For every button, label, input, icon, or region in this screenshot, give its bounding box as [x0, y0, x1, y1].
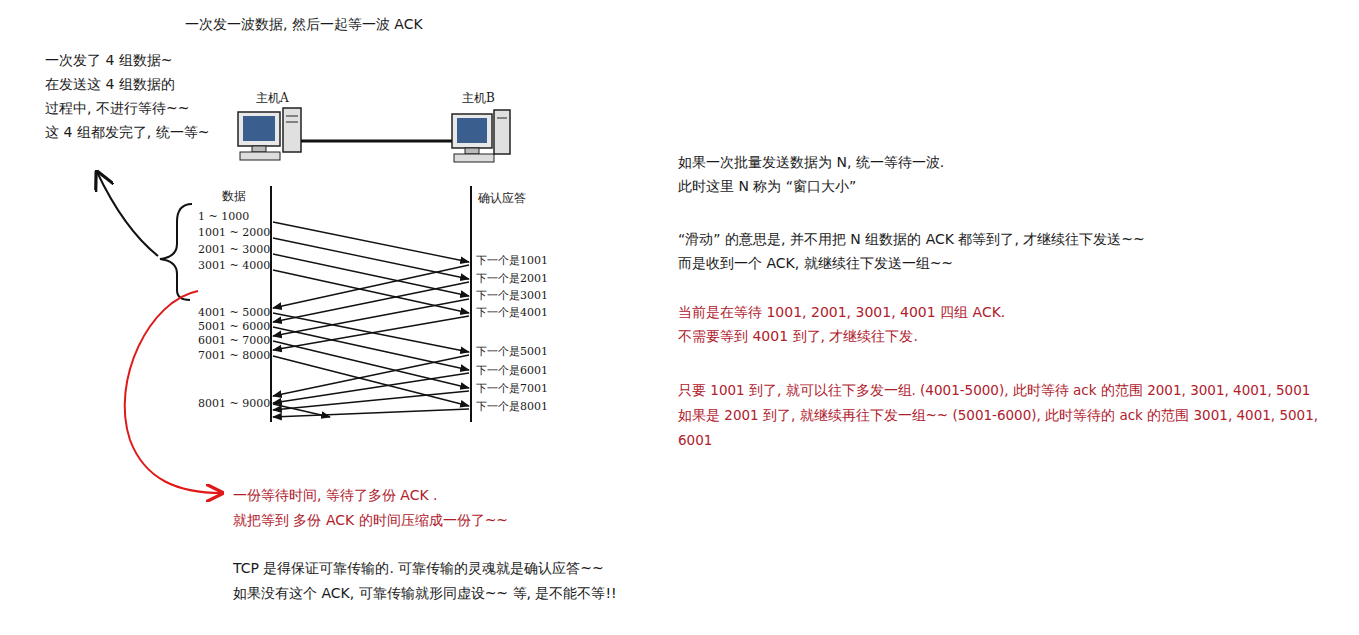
note-text: 如果是 2001 到了, 就继续再往下发一组~~ (5001-6000), 此时…	[678, 403, 1354, 453]
title: 一次发一波数据, 然后一起等一波 ACK	[185, 16, 423, 34]
segment-range: 4001 ~ 5000	[198, 306, 270, 320]
note-text: TCP 是得保证可靠传输的. 可靠传输的灵魂就是确认应答~~	[233, 560, 604, 578]
pointer-arrow	[97, 172, 158, 256]
note-text: 当前是在等待 1001, 2001, 3001, 4001 四组 ACK.	[678, 304, 1005, 322]
computer-icon	[452, 110, 510, 162]
ack-label: 下一个是8001	[476, 400, 548, 414]
segment-range: 2001 ~ 3000	[198, 243, 270, 257]
segment-range: 8001 ~ 9000	[198, 397, 270, 411]
note-text: 如果一次批量发送数据为 N, 统一等待一波.	[678, 154, 944, 172]
segment-range: 7001 ~ 8000	[198, 349, 270, 363]
note-text: “滑动” 的意思是, 并不用把 N 组数据的 ACK 都等到了, 才继续往下发送…	[678, 231, 1145, 249]
ack-label: 下一个是4001	[476, 306, 548, 320]
ack-label: 下一个是6001	[476, 364, 548, 378]
ack-label: 下一个是7001	[476, 382, 548, 396]
note-text: 如果没有这个 ACK, 可靠传输就形同虚设~~ 等, 是不能不等!!	[233, 585, 617, 603]
segment-arrows	[273, 222, 469, 417]
segment-range: 1 ~ 1000	[198, 210, 249, 224]
note-text: 在发送这 4 组数据的	[45, 76, 175, 94]
segment-range: 3001 ~ 4000	[198, 259, 270, 273]
note-text: 过程中, 不进行等待~~	[45, 100, 189, 118]
column-heading: 确认应答	[478, 191, 526, 206]
note-text: 一份等待时间, 等待了多份 ACK .	[233, 487, 438, 505]
note-text: 这 4 组都发完了, 统一等~	[45, 124, 209, 142]
segment-range: 1001 ~ 2000	[198, 226, 270, 240]
segment-range: 5001 ~ 6000	[198, 320, 270, 334]
network-cable	[301, 140, 452, 143]
note-text: 此时这里 N 称为 “窗口大小”	[678, 178, 856, 196]
note-text: 只要 1001 到了, 就可以往下多发一组. (4001-5000), 此时等待…	[678, 378, 1354, 403]
host-label: 主机A	[256, 91, 289, 106]
ack-label: 下一个是2001	[476, 272, 548, 286]
host-label: 主机B	[462, 91, 495, 106]
column-heading: 数据	[222, 189, 246, 204]
ack-label: 下一个是5001	[476, 345, 548, 359]
timeline	[470, 186, 472, 422]
brace	[160, 204, 192, 300]
ack-label: 下一个是3001	[476, 289, 548, 303]
ack-label: 下一个是1001	[476, 254, 548, 268]
note-text: 就把等到 多份 ACK 的时间压缩成一份了~~	[233, 512, 508, 530]
segment-range: 6001 ~ 7000	[198, 334, 270, 348]
timeline	[270, 186, 272, 422]
computer-icon	[238, 108, 301, 160]
note-text: 不需要等到 4001 到了, 才继续往下发.	[678, 328, 918, 346]
note-text: 而是收到一个 ACK, 就继续往下发送一组~~	[678, 255, 953, 273]
note-text: 一次发了 4 组数据~	[45, 52, 173, 70]
